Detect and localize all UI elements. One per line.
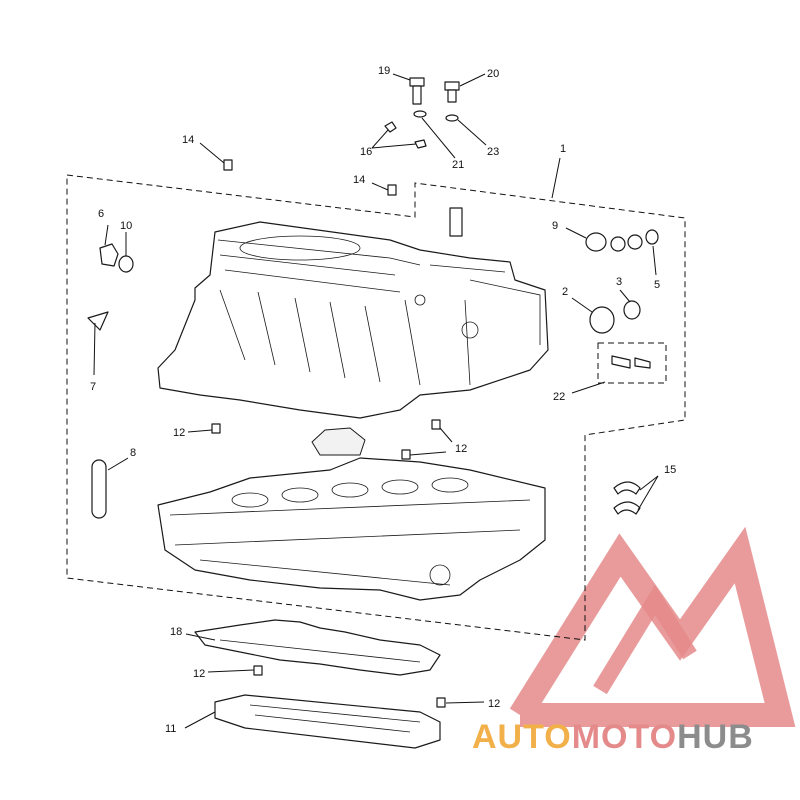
- callout-16: 16: [360, 146, 372, 158]
- watermark-text-hub: HUB: [677, 718, 754, 756]
- callout-12-c: 12: [193, 668, 205, 680]
- watermark-text-moto: MOTO: [572, 718, 677, 756]
- upper-crankcase: [157, 221, 549, 419]
- callout-1: 1: [560, 143, 566, 155]
- callout-8: 8: [130, 447, 136, 459]
- assembly-group-outline: [66, 174, 686, 641]
- callout-5: 5: [654, 279, 660, 291]
- part-19-bolt-shank: [412, 85, 422, 105]
- callout-22: 22: [553, 391, 565, 403]
- callout-19: 19: [378, 65, 390, 77]
- watermark-logo: [509, 526, 796, 727]
- callout-21: 21: [452, 159, 464, 171]
- leader-lines: [93, 73, 667, 729]
- callout-10: 10: [120, 220, 132, 232]
- callout-7: 7: [90, 381, 96, 393]
- callout-15: 15: [664, 464, 676, 476]
- callout-12-d: 12: [488, 698, 500, 710]
- callout-12-a: 12: [173, 427, 185, 439]
- callout-23: 23: [487, 146, 499, 158]
- lower-crankcase: [157, 427, 546, 601]
- oil-pan-gasket: [194, 619, 441, 676]
- callout-18: 18: [170, 626, 182, 638]
- small-parts: [87, 77, 659, 708]
- callout-11: 11: [165, 723, 176, 735]
- callout-14-b: 14: [353, 174, 365, 186]
- callout-6: 6: [98, 208, 104, 220]
- callout-2: 2: [562, 286, 568, 298]
- svg-text:AUTOMOTOHUB: AUTOMOTOHUB: [472, 718, 754, 756]
- callout-14-a: 14: [182, 134, 194, 146]
- callout-labels: 1 2 3 5 6 7 8 9 10 11 12 12 12 12 14 14 …: [90, 65, 676, 735]
- oil-pan-rail: [214, 694, 441, 749]
- oil-jet-group-outline: [597, 342, 667, 384]
- watermark-text: AUTOMOTOHUB: [472, 718, 754, 756]
- callout-3: 3: [616, 276, 622, 288]
- part-19-bolt-head: [409, 77, 425, 87]
- watermark-text-auto: AUTO: [472, 718, 572, 756]
- watermark-triangle-outer: [509, 526, 796, 727]
- callout-20: 20: [487, 68, 499, 80]
- callout-9: 9: [552, 220, 558, 232]
- watermark-triangle-inner: [593, 584, 697, 695]
- callout-12-b: 12: [455, 443, 467, 455]
